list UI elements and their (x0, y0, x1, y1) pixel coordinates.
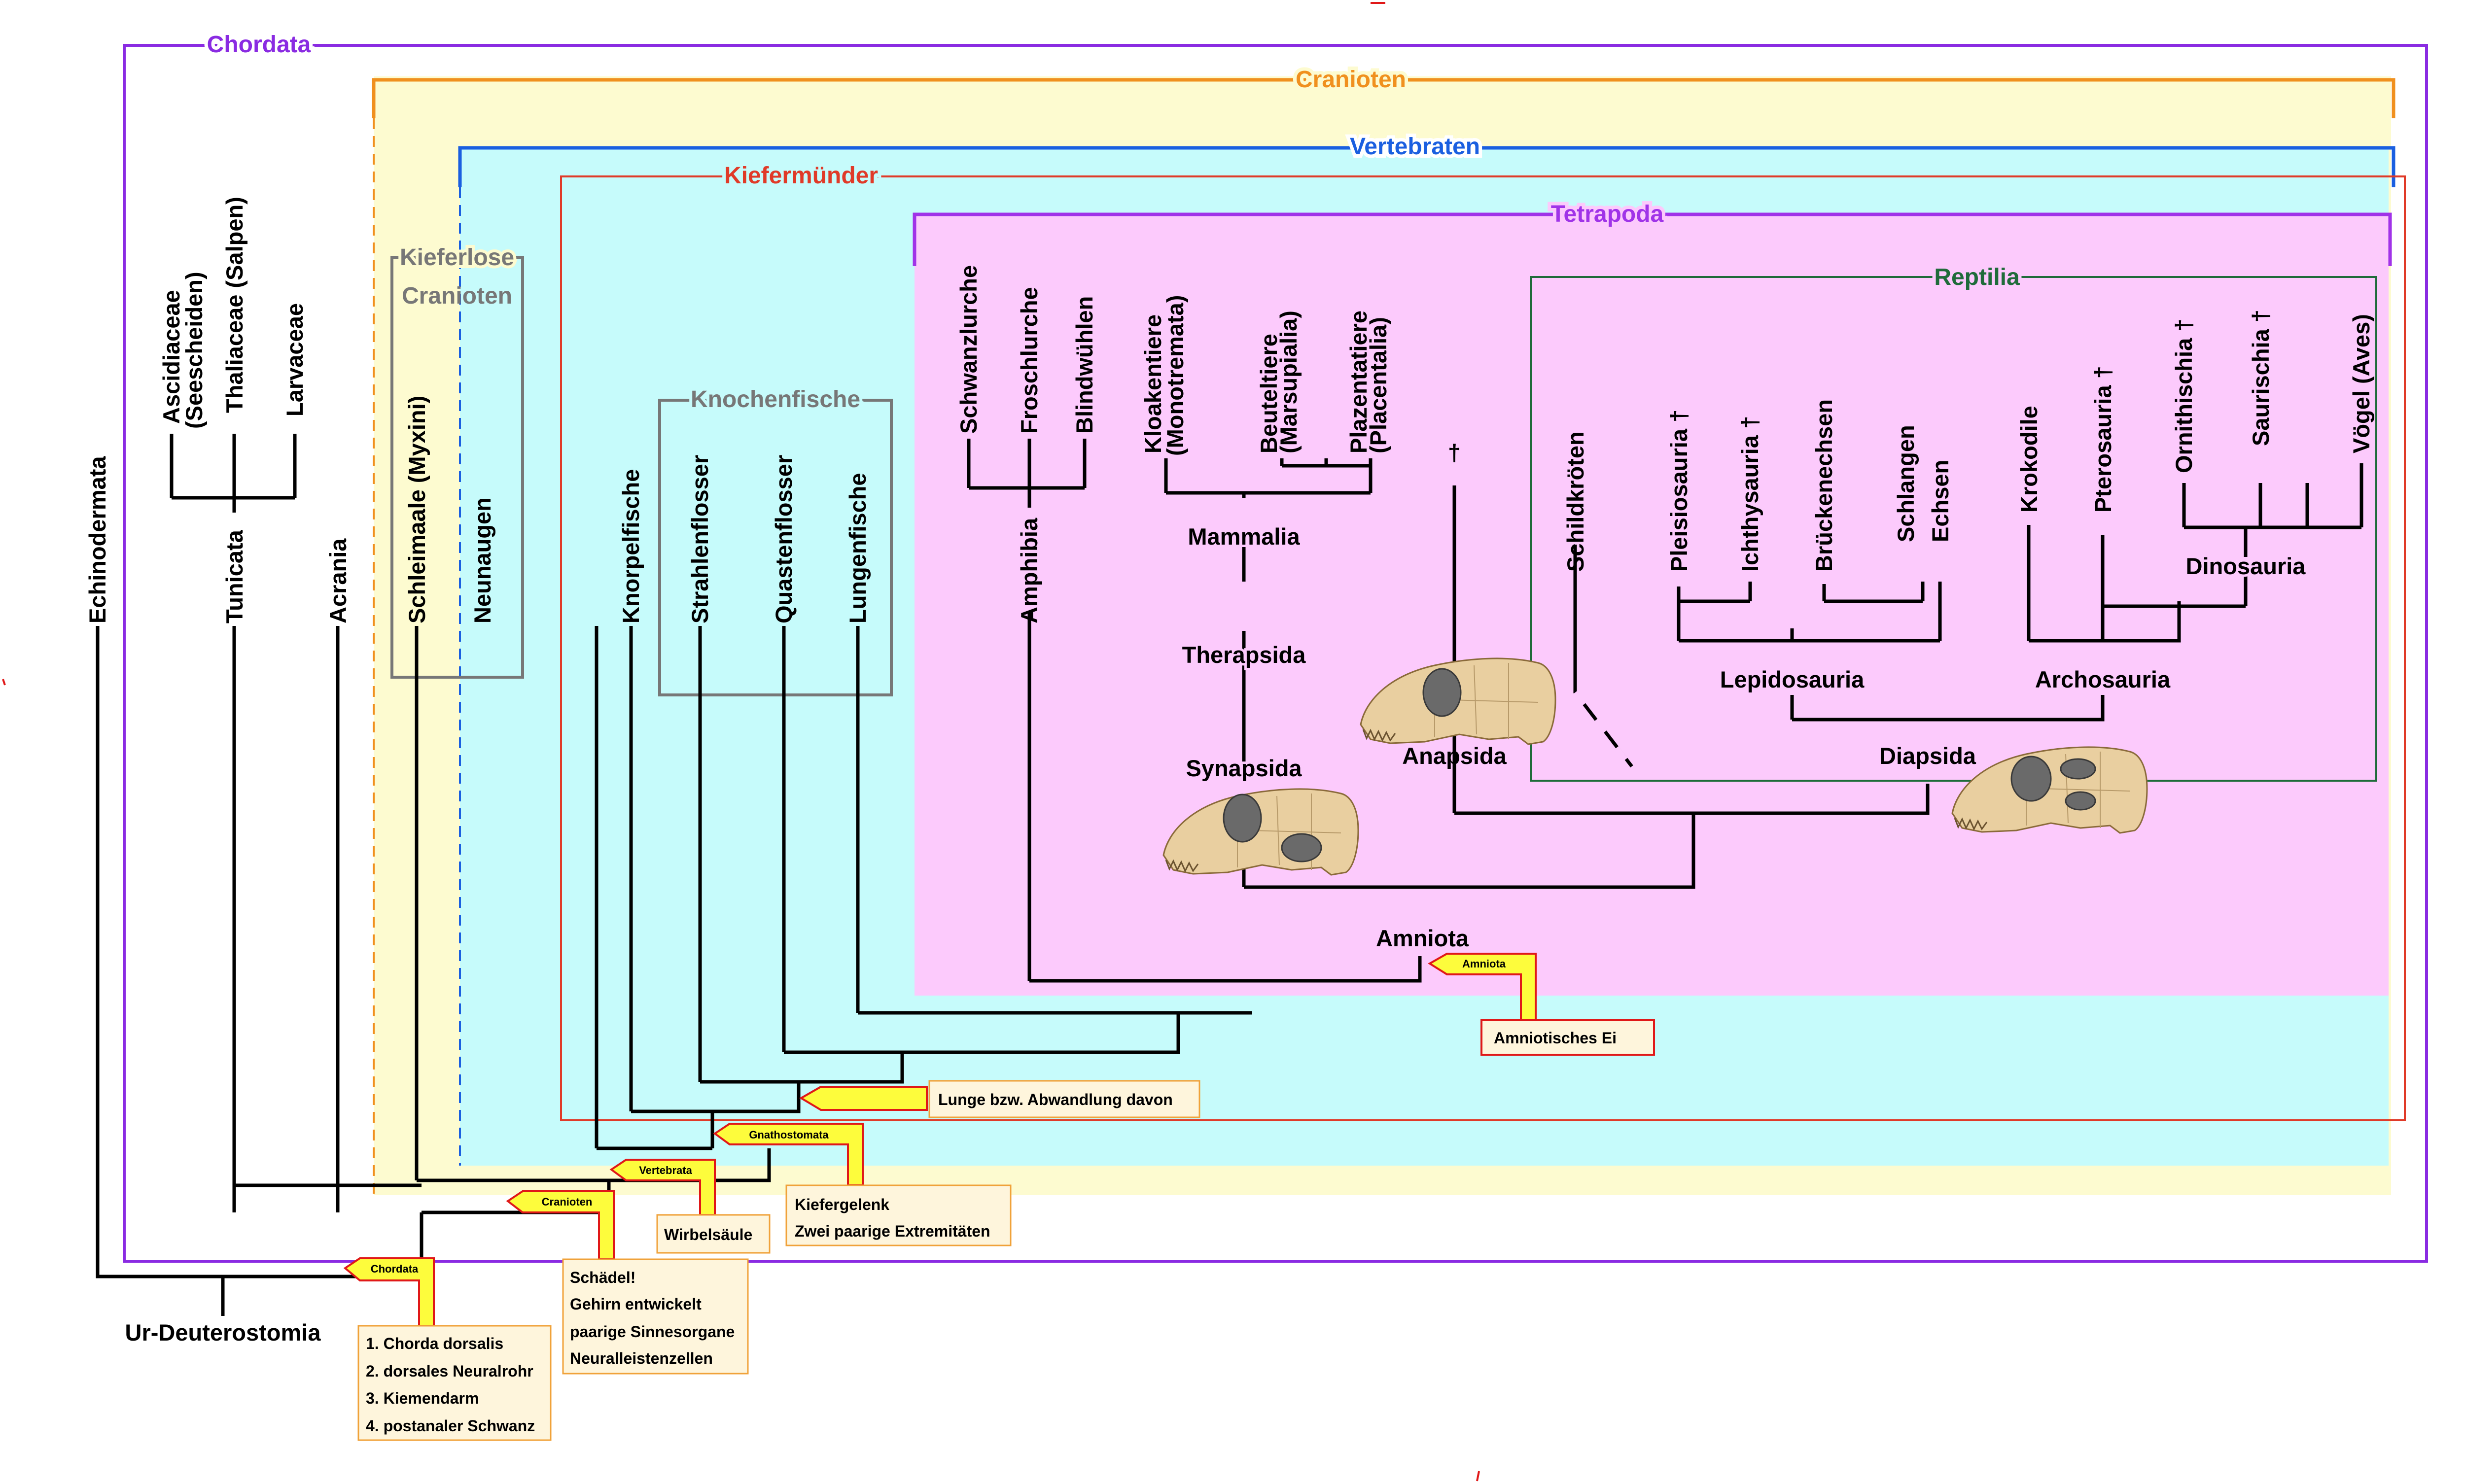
tree-lines (96, 434, 2363, 1316)
amphibia-label: Amphibia (1016, 518, 1042, 623)
lungenfische-label: Lungenfische (845, 473, 871, 623)
taxon-labels: Echinodermata Ascidiaceae (Seescheiden) … (84, 197, 2374, 623)
larvaceae-label: Larvaceae (282, 303, 308, 416)
vertebrata-note: Wirbelsäule (656, 1214, 771, 1254)
echsen-label: Echsen (1927, 460, 1953, 542)
ichthysauria-label: Ichthysauria † (1737, 416, 1763, 572)
chordata-note-line3: 3. Kiemendarm (366, 1389, 479, 1407)
cranioten-arrow: Cranioten (506, 1190, 615, 1260)
froschlurche-label: Froschlurche (1016, 287, 1042, 434)
cranioten-note-line2: Gehirn entwickelt (570, 1295, 702, 1313)
kloakentiere-label-line1: Kloakentiere (1140, 314, 1166, 453)
skull-openings (1223, 668, 2096, 863)
reptilia-group-label: Reptilia (1934, 264, 2020, 290)
chordata-arrow-tag: Chordata (371, 1263, 419, 1275)
thaliaceae-label: Thaliaceae (Salpen) (221, 197, 247, 413)
chordata-note-line2: 2. dorsales Neuralrohr (366, 1362, 533, 1380)
diapsida-label: Diapsida (1879, 743, 1976, 769)
cranioten-note-line4: Neuralleistenzellen (570, 1349, 713, 1367)
lepidosauria-label: Lepidosauria (1720, 666, 1865, 692)
chordata-note-line4: 4. postanaler Schwanz (366, 1417, 535, 1435)
mammalia-label: Mammalia (1188, 523, 1300, 550)
dinosauria-label: Dinosauria (2186, 553, 2306, 579)
knochenfische-label: Knochenfische (691, 386, 860, 413)
kieferlose-cranioten-box (390, 256, 524, 679)
tetrapoda-group-label: Tetrapoda (1551, 201, 1664, 227)
archosauria-label: Archosauria (2035, 666, 2171, 692)
krokodile-label: Krokodile (2016, 406, 2042, 513)
amniota-label: Amniota (1376, 925, 1469, 951)
cranioten-note-line3: paarige Sinnesorgane (570, 1323, 735, 1341)
chordata-arrow: Chordata (343, 1257, 435, 1327)
schildkroeten-label: Schildkröten (1562, 431, 1588, 572)
ascidiaceae-label-line2: (Seescheiden) (181, 272, 207, 429)
schwanzlurche-label: Schwanzlurche (955, 265, 982, 434)
vertebrata-arrow-tag: Vertebrata (639, 1164, 692, 1176)
ascidiaceae-label-line1: Ascidiaceae (158, 290, 184, 424)
kloakentiere-label-line2: (Monotremata) (1162, 295, 1188, 456)
chordata-note: 1. Chorda dorsalis 2. dorsales Neuralroh… (357, 1325, 552, 1441)
ornithischia-label: Ornithischia † (2171, 319, 2197, 473)
reptilia-box (1530, 276, 2377, 782)
quastenflosser-label: Quastenflosser (771, 455, 797, 623)
gnathostomata-note-line2: Zwei paarige Extremitäten (795, 1222, 990, 1240)
brueckenechsen-label: Brückenechsen (1811, 399, 1837, 572)
gnathostomata-note-line1: Kiefergelenk (795, 1196, 889, 1213)
stray-marks (2, 2, 1480, 1482)
beuteltiere-label-line1: Beuteltiere (1256, 334, 1282, 453)
synapsida-label: Synapsida (1186, 755, 1302, 781)
acrania-label: Acrania (325, 538, 351, 623)
pterosauria-label: Pterosauria † (2090, 366, 2116, 513)
lunge-note-line1: Lunge bzw. Abwandlung davon (938, 1091, 1173, 1108)
schildkroeten-dash-gap (1573, 691, 1631, 765)
lunge-note: Lunge bzw. Abwandlung davon (928, 1080, 1200, 1118)
kiefermuender-group-label: Kiefermünder (724, 163, 878, 189)
amniota-note: Amniotisches Ei (1480, 1019, 1655, 1056)
knochenfische-box (658, 399, 893, 696)
vertebrata-arrow: Vertebrata (609, 1159, 716, 1216)
kieferlose-label-line2: Cranioten (402, 283, 512, 309)
vertebraten-group-label: Vertebraten (1350, 134, 1480, 160)
chordata-group-label: Chordata (207, 32, 311, 58)
echinodermata-label: Echinodermata (84, 456, 110, 623)
cranioten-note-line1: Schädel! (570, 1269, 635, 1286)
beuteltiere-label-line2: (Marsupialia) (1275, 311, 1302, 453)
schlangen-label: Schlangen (1893, 425, 1919, 542)
gnathostomata-arrow-tag: Gnathostomata (749, 1129, 829, 1141)
blindwuehlen-label: Blindwühlen (1071, 296, 1097, 434)
saurischia-label: Saurischia † (2248, 310, 2274, 446)
amniota-note-line1: Amniotisches Ei (1494, 1029, 1617, 1047)
kieferlose-label-line1: Kieferlose (400, 244, 514, 271)
schleimaale-label: Schleimaale (Myxini) (404, 396, 430, 623)
tunicata-label: Tunicata (221, 529, 247, 623)
cranioten-arrow-tag: Cranioten (542, 1196, 593, 1208)
amniota-arrow-tag: Amniota (1462, 958, 1506, 970)
plazentatiere-label-line2: (Placentalia) (1365, 317, 1391, 453)
plazentatiere-label-line1: Plazentatiere (1345, 311, 1372, 453)
therapsida-label: Therapsida (1182, 642, 1306, 668)
vertebrata-note-line1: Wirbelsäule (664, 1226, 752, 1243)
chordata-box (123, 44, 2428, 1263)
strahlenflosser-label: Strahlenflosser (687, 455, 713, 623)
gnathostomata-note: Kiefergelenk Zwei paarige Extremitäten (785, 1184, 1012, 1246)
knorpelfische-label: Knorpelfische (618, 469, 644, 623)
chordata-note-line1: 1. Chorda dorsalis (366, 1335, 503, 1352)
ur-deuterostomia-label: Ur-Deuterostomia (125, 1319, 321, 1346)
neunaugen-label: Neunaugen (469, 497, 495, 623)
extinct-dagger-label: † (1448, 440, 1461, 466)
cranioten-note: Schädel! Gehirn entwickelt paarige Sinne… (562, 1258, 749, 1375)
pleisiosauria-label: Pleisiosauria † (1666, 410, 1692, 572)
cranioten-group-label: Cranioten (1296, 67, 1406, 93)
kiefermuender-box (560, 175, 2406, 1121)
lunge-arrow (799, 1086, 928, 1111)
anapsida-label: Anapsida (1402, 743, 1507, 769)
voegel-label: Vögel (Aves) (2348, 314, 2374, 453)
clade-labels: Mammalia Therapsida Synapsida † Anapsida… (125, 440, 2309, 1346)
